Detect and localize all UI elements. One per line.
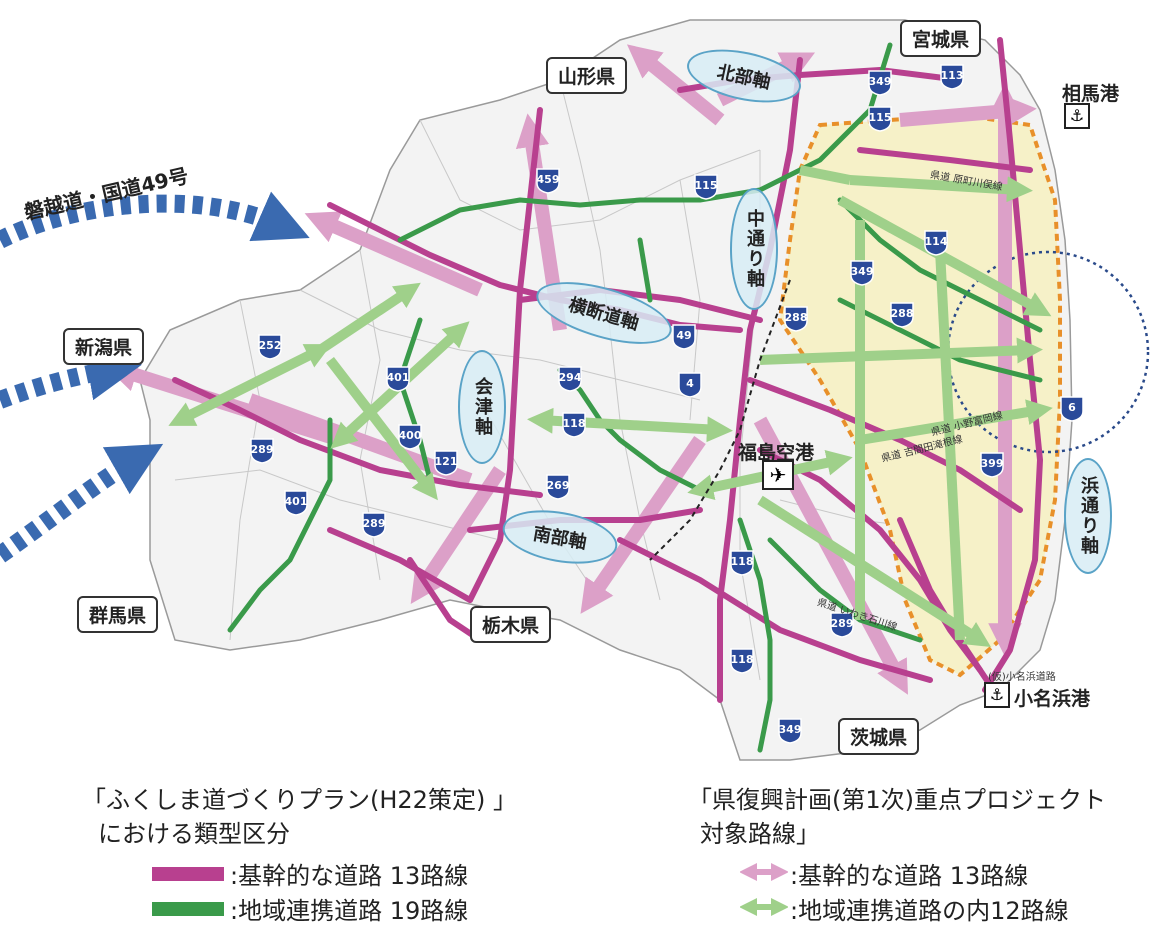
legend-item-trunk-plan: :基幹的な道路 13路線 bbox=[790, 862, 1029, 890]
airplane-icon: ✈ bbox=[762, 460, 794, 490]
svg-text:49: 49 bbox=[676, 329, 691, 342]
prefecture-label-niigata: 新潟県 bbox=[63, 328, 145, 365]
expressway-arrows bbox=[0, 191, 310, 563]
svg-text:121: 121 bbox=[435, 455, 458, 468]
route-shield: 252 bbox=[258, 334, 282, 360]
svg-text:118: 118 bbox=[563, 417, 586, 430]
route-shield: 4 bbox=[678, 372, 702, 398]
route-shield: 6 bbox=[1060, 396, 1084, 422]
route-shield: 288 bbox=[784, 306, 808, 332]
svg-text:6: 6 bbox=[1068, 401, 1076, 414]
axis-label-aizu: 会津軸 bbox=[458, 350, 506, 464]
svg-text:288: 288 bbox=[785, 311, 808, 324]
route-shield: 349 bbox=[778, 718, 802, 744]
svg-text:115: 115 bbox=[869, 111, 892, 124]
svg-text:289: 289 bbox=[831, 617, 854, 630]
svg-text:118: 118 bbox=[731, 555, 754, 568]
svg-text:401: 401 bbox=[387, 371, 410, 384]
route-shield: 115 bbox=[694, 174, 718, 200]
route-shield: 400 bbox=[398, 424, 422, 450]
railway-line bbox=[649, 279, 791, 561]
prefecture-label-tochigi: 栃木県 bbox=[470, 606, 552, 643]
svg-text:118: 118 bbox=[731, 653, 754, 666]
svg-text:349: 349 bbox=[869, 75, 892, 88]
svg-text:114: 114 bbox=[925, 235, 948, 248]
route-shield: 289 bbox=[362, 512, 386, 538]
route-shield: 113 bbox=[940, 64, 964, 90]
route-shield: 349 bbox=[868, 70, 892, 96]
legend-item-trunk: :基幹的な道路 13路線 bbox=[230, 862, 469, 890]
route-shield: 401 bbox=[386, 366, 410, 392]
route-shield: 114 bbox=[924, 230, 948, 256]
route-shield: 115 bbox=[868, 106, 892, 132]
evacuation-zone-circle bbox=[946, 250, 1150, 454]
anchor-icon: ⚓ bbox=[984, 682, 1010, 708]
route-shield: 269 bbox=[546, 474, 570, 500]
route-shield: 289 bbox=[250, 438, 274, 464]
route-shield: 294 bbox=[558, 366, 582, 392]
axis-label-hama: 浜通り軸 bbox=[1064, 458, 1112, 574]
legend-right-subheading: 対象路線」 bbox=[700, 820, 820, 848]
svg-text:400: 400 bbox=[399, 429, 422, 442]
legend-right-heading: 「県復興計画(第1次)重点プロジェクト bbox=[688, 786, 1106, 814]
svg-text:288: 288 bbox=[891, 307, 914, 320]
legend-swatch-regional bbox=[152, 902, 224, 916]
prefecture-label-ibaraki: 茨城県 bbox=[838, 718, 920, 755]
coastal-focus-area bbox=[777, 112, 1062, 678]
svg-text:252: 252 bbox=[259, 339, 282, 352]
svg-text:289: 289 bbox=[251, 443, 274, 456]
legend-item-regional-plan: :地域連携道路の内12路線 bbox=[790, 897, 1069, 925]
route-shield: 401 bbox=[284, 490, 308, 516]
route-shield: 118 bbox=[730, 648, 754, 674]
prefecture-label-gunma: 群馬県 bbox=[77, 596, 159, 633]
legend-item-regional: :地域連携道路 19路線 bbox=[230, 897, 469, 925]
legend-arrow-trunk bbox=[740, 863, 788, 881]
svg-text:4: 4 bbox=[686, 377, 694, 390]
axis-label-naka: 中通り軸 bbox=[730, 188, 778, 310]
svg-text:289: 289 bbox=[363, 517, 386, 530]
svg-text:399: 399 bbox=[981, 457, 1004, 470]
legend-arrow-regional bbox=[740, 898, 788, 916]
route-shield: 459 bbox=[536, 168, 560, 194]
route-shield: 118 bbox=[730, 550, 754, 576]
route-shield: 288 bbox=[890, 302, 914, 328]
route-shield: 121 bbox=[434, 450, 458, 476]
svg-text:349: 349 bbox=[851, 265, 874, 278]
legend-left-subheading: における類型区分 bbox=[98, 820, 290, 848]
route-shield: 399 bbox=[980, 452, 1004, 478]
legend-left-heading: 「ふくしま道づくりプラン(H22策定) 」 bbox=[82, 786, 517, 814]
port-label-soma: 相馬港 bbox=[1062, 83, 1120, 105]
svg-text:113: 113 bbox=[941, 69, 964, 82]
legend-swatch-trunk bbox=[152, 867, 224, 881]
svg-text:401: 401 bbox=[285, 495, 308, 508]
svg-text:294: 294 bbox=[559, 371, 582, 384]
anchor-icon: ⚓ bbox=[1064, 103, 1090, 129]
route-shield: 118 bbox=[562, 412, 586, 438]
route-name: (仮)小名浜道路 bbox=[988, 672, 1056, 683]
svg-text:459: 459 bbox=[537, 173, 560, 186]
port-label-onahama: 小名浜港 bbox=[1014, 688, 1091, 710]
regional-planned-arrows bbox=[168, 165, 1053, 647]
route-shield: 349 bbox=[850, 260, 874, 286]
svg-text:349: 349 bbox=[779, 723, 802, 736]
prefecture-label-yamagata: 山形県 bbox=[546, 57, 628, 94]
airport-label: 福島空港 bbox=[738, 442, 815, 464]
route-shield: 49 bbox=[672, 324, 696, 350]
prefecture-label-miyagi: 宮城県 bbox=[900, 20, 982, 57]
route-shields: 349 113 115 459 115 114 349 288 288 49 4 294 118 252 4… bbox=[250, 64, 1084, 744]
svg-text:269: 269 bbox=[547, 479, 570, 492]
route-shield: 289 bbox=[830, 612, 854, 638]
svg-text:115: 115 bbox=[695, 179, 718, 192]
